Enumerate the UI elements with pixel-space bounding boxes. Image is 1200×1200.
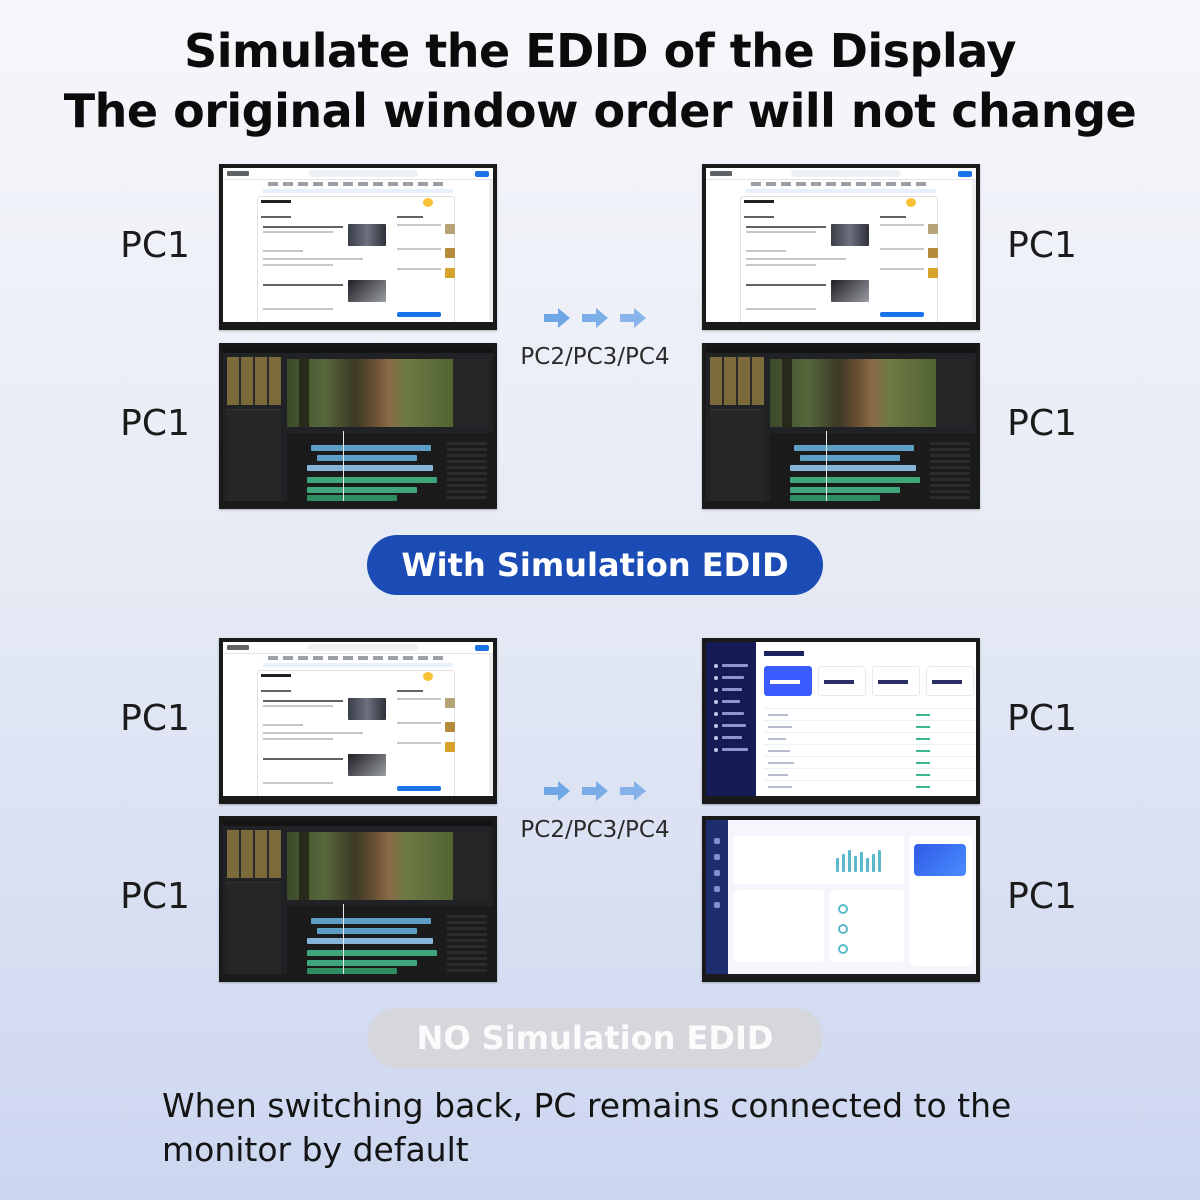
monitor-no-right-top	[702, 638, 980, 804]
monitor-with-right-bottom	[702, 343, 980, 509]
headline-line-2: The original window order will not chang…	[63, 84, 1137, 138]
pc-label-with-left-top: PC1	[120, 225, 190, 266]
switch-label-no: PC2/PC3/PC4	[520, 817, 670, 843]
headline-line-1: Simulate the EDID of the Display	[184, 24, 1016, 78]
caption: When switching back, PC remains connecte…	[162, 1086, 1012, 1169]
switch-label-with: PC2/PC3/PC4	[520, 344, 670, 370]
switch-arrows-no	[542, 777, 652, 805]
pc-label-with-right-top: PC1	[1007, 225, 1077, 266]
monitor-no-right-bottom	[702, 816, 980, 982]
arrow-right-icon	[544, 308, 646, 328]
monitor-no-left-bottom	[219, 816, 497, 982]
pc-label-no-right-top: PC1	[1007, 698, 1077, 739]
pc-label-no-left-top: PC1	[120, 698, 190, 739]
pc-label-with-left-bottom: PC1	[120, 403, 190, 444]
monitor-no-left-top	[219, 638, 497, 804]
no-simulation-pill: NO Simulation EDID	[367, 1008, 823, 1068]
arrow-right-icon	[544, 781, 646, 801]
pc-label-no-right-bottom: PC1	[1007, 876, 1077, 917]
with-simulation-pill: With Simulation EDID	[367, 535, 823, 595]
monitor-with-left-bottom	[219, 343, 497, 509]
monitor-with-left-top	[219, 164, 497, 330]
switch-arrows-with	[542, 304, 652, 332]
monitor-with-right-top	[702, 164, 980, 330]
pc-label-no-left-bottom: PC1	[120, 876, 190, 917]
pc-label-with-right-bottom: PC1	[1007, 403, 1077, 444]
